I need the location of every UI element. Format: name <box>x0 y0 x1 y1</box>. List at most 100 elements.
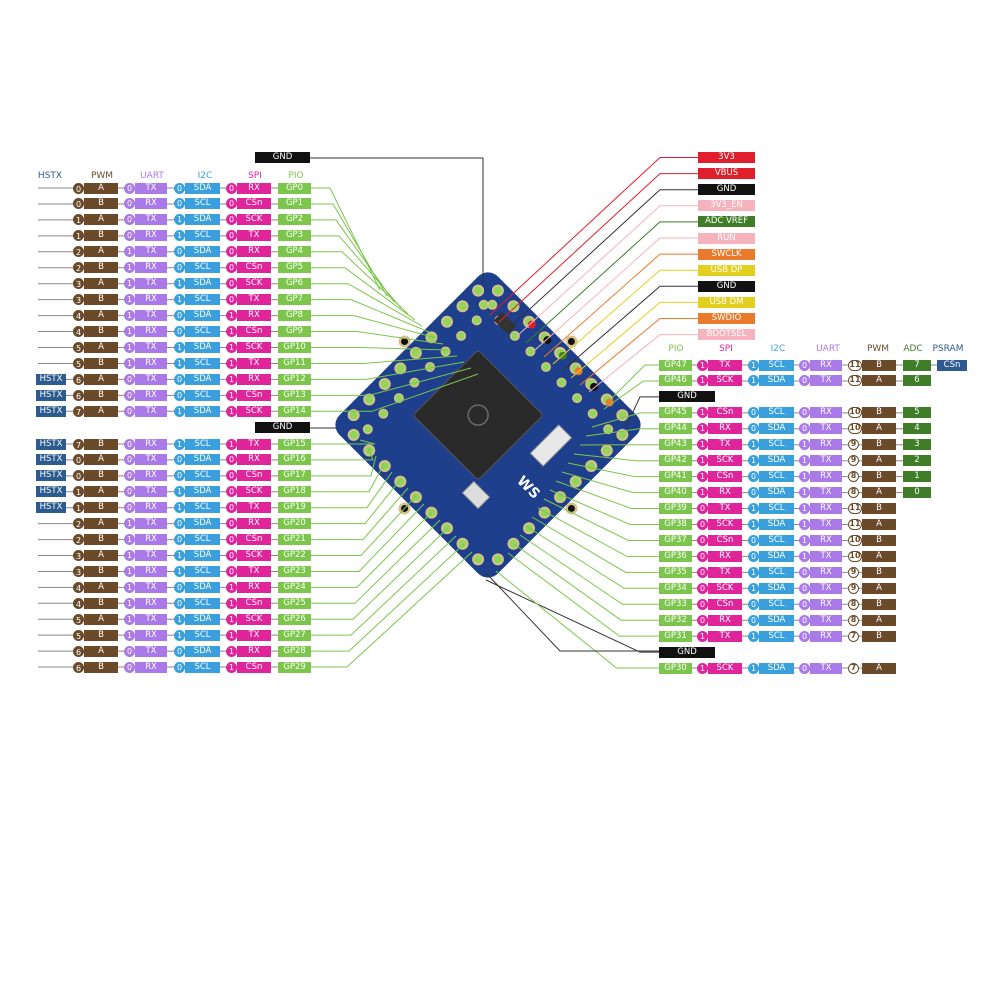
spi-label: CSn <box>708 534 742 546</box>
uart-number: 1 <box>124 326 135 338</box>
pwm-label: A <box>84 550 118 561</box>
i2c-number: 1 <box>174 294 185 306</box>
gpio-label-gp2: GP2 <box>278 214 311 226</box>
i2c-label: SDA <box>759 662 794 674</box>
i2c-number: 0 <box>174 518 185 530</box>
i2c-label: SDA <box>185 278 220 290</box>
pin-pad <box>380 462 389 471</box>
power-pad <box>527 320 536 329</box>
i2c-label: SCL <box>185 294 220 306</box>
gpio-label-gp47: GP47 <box>659 359 692 371</box>
i2c-label: SCL <box>185 389 220 401</box>
uart-label: RX <box>135 565 167 577</box>
pin-pad <box>480 301 488 309</box>
uart-label: TX <box>135 182 167 194</box>
uart-label: TX <box>135 310 167 322</box>
spi-number: 0 <box>226 534 237 546</box>
gpio-label-gp14: GP14 <box>278 405 311 417</box>
gpio-wire <box>549 489 659 525</box>
pwm-label: B <box>862 407 896 419</box>
spi-label: TX <box>708 566 742 578</box>
hstx-label: HSTX <box>36 486 66 498</box>
header-uart: UART <box>816 344 840 354</box>
pwm-channel-number: 8 <box>848 614 859 626</box>
pwm-channel-number: 2 <box>73 518 84 530</box>
uart-label: TX <box>810 375 842 387</box>
uart-label: TX <box>135 581 167 593</box>
pin-pad <box>618 430 627 439</box>
pwm-channel-number: 11 <box>848 375 862 387</box>
i2c-label: SCL <box>759 503 794 515</box>
pwm-channel-number: 2 <box>73 246 84 258</box>
uart-number: 0 <box>124 214 135 226</box>
pwm-channel-number: 3 <box>73 550 84 561</box>
uart-label: RX <box>810 534 842 546</box>
gpio-label-gp41: GP41 <box>659 471 692 483</box>
i2c-number: 1 <box>174 342 185 353</box>
i2c-label: SCL <box>185 629 220 641</box>
spi-label: CSn <box>237 326 271 338</box>
gnd-label: GND <box>255 422 310 433</box>
power-wire <box>525 221 698 344</box>
gpio-label-gp27: GP27 <box>278 629 311 641</box>
spi-label: SCK <box>237 405 271 417</box>
i2c-label: SDA <box>185 454 220 466</box>
spi-label: SCK <box>708 375 742 387</box>
uart-number: 1 <box>124 565 135 577</box>
gpio-label-gp4: GP4 <box>278 246 311 258</box>
uart-label: RX <box>135 198 167 210</box>
power-pin-label: 3V3_EN <box>698 200 755 212</box>
gpio-label-gp22: GP22 <box>278 550 311 561</box>
power-wire <box>507 189 698 330</box>
pwm-label: B <box>862 503 896 515</box>
pwm-channel-number: 4 <box>73 581 84 593</box>
spi-label: SCK <box>708 662 742 674</box>
i2c-number: 0 <box>174 661 185 673</box>
spi-number: 0 <box>697 534 708 546</box>
voltage-regulator <box>493 311 517 335</box>
i2c-number: 1 <box>748 359 759 371</box>
pin-pad <box>411 348 420 357</box>
gnd-wire <box>485 572 659 652</box>
spi-number: 0 <box>226 262 237 274</box>
gpio-label-gp16: GP16 <box>278 454 311 466</box>
power-pad <box>590 382 599 391</box>
header-pio: PIO <box>668 344 684 354</box>
gpio-wire <box>311 455 377 477</box>
uart-number: 1 <box>124 262 135 274</box>
uart-label: TX <box>135 645 167 657</box>
gpio-wire <box>311 355 458 364</box>
spi-number: 0 <box>226 214 237 226</box>
spi-label: SCK <box>237 278 271 290</box>
i2c-number: 1 <box>174 565 185 577</box>
uart-number: 0 <box>799 407 810 419</box>
gpio-label-gp23: GP23 <box>278 565 311 577</box>
i2c-label: SDA <box>759 375 794 387</box>
power-wire <box>561 285 698 372</box>
gpio-label-gp8: GP8 <box>278 310 311 322</box>
raspberry-pi-logo <box>467 404 489 426</box>
gpio-label-gp43: GP43 <box>659 439 692 451</box>
uart-label: TX <box>810 614 842 626</box>
gpio-label-gp36: GP36 <box>659 550 692 562</box>
pwm-channel-number: 6 <box>73 389 84 401</box>
i2c-label: SDA <box>185 373 220 385</box>
gpio-label-gp45: GP45 <box>659 407 692 419</box>
gpio-label-gp21: GP21 <box>278 534 311 546</box>
spi-number: 0 <box>697 582 708 594</box>
gpio-wire <box>311 543 465 652</box>
spi-label: TX <box>237 438 271 450</box>
i2c-number: 1 <box>174 357 185 369</box>
uart-number: 1 <box>124 597 135 609</box>
gpio-label-gp6: GP6 <box>278 278 311 290</box>
pin-pad <box>509 302 518 311</box>
gpio-label-gp0: GP0 <box>278 182 311 194</box>
gpio-wire <box>311 331 444 345</box>
pin-pad <box>602 446 611 455</box>
header-pwm: PWM <box>866 344 890 354</box>
spi-label: RX <box>237 373 271 385</box>
pwm-label: B <box>84 502 118 514</box>
i2c-number: 0 <box>748 550 759 562</box>
pwm-channel-number: 9 <box>848 582 859 594</box>
header-i2c: I2C <box>197 171 213 181</box>
